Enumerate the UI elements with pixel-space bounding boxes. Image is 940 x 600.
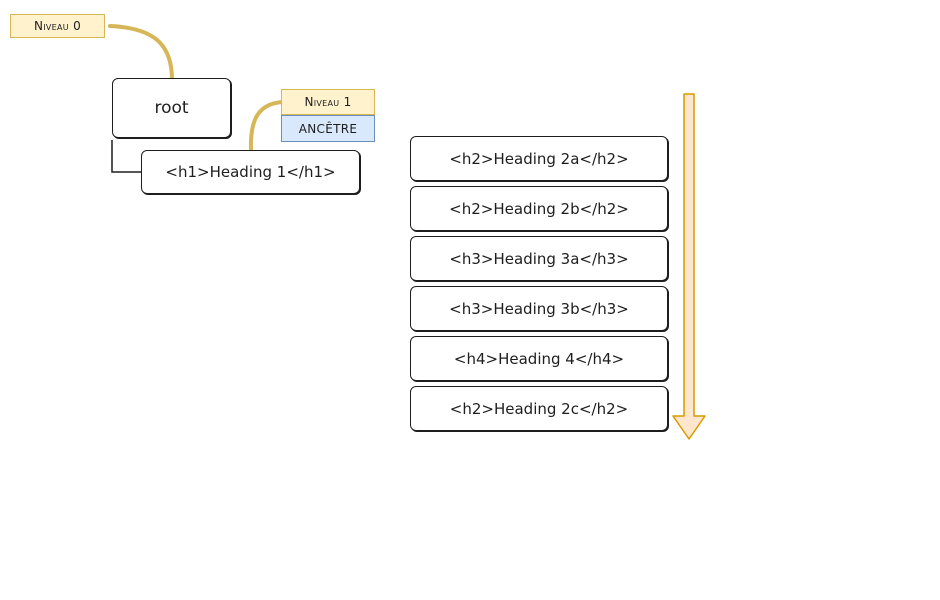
level1-tag: Niveau 1 — [281, 89, 375, 115]
connector-level0 — [108, 24, 174, 82]
level1-tag-label: Niveau 1 — [304, 95, 352, 109]
heading-node-label: <h3>Heading 3b</h3> — [449, 299, 629, 318]
heading-node-h3b: <h3>Heading 3b</h3> — [410, 286, 668, 331]
ancestor-tag-label: ANCÊTRE — [298, 121, 358, 136]
heading-node-label: <h2>Heading 2b</h2> — [449, 199, 629, 218]
h1-node: <h1>Heading 1</h1> — [141, 150, 360, 194]
h1-node-label: <h1>Heading 1</h1> — [165, 163, 336, 181]
down-arrow — [672, 93, 706, 440]
heading-node-h2c: <h2>Heading 2c</h2> — [410, 386, 668, 431]
heading-node-h2b: <h2>Heading 2b</h2> — [410, 186, 668, 231]
heading-node-label: <h4>Heading 4</h4> — [453, 349, 625, 368]
heading-node-label: <h2>Heading 2c</h2> — [449, 399, 629, 418]
level0-tag-label: Niveau 0 — [33, 19, 82, 33]
root-node: root — [112, 78, 231, 138]
root-stack-edge — [111, 140, 141, 173]
connector-level1 — [248, 100, 284, 152]
root-node-label: root — [154, 98, 189, 118]
heading-node-h3a: <h3>Heading 3a</h3> — [410, 236, 668, 281]
level0-tag: Niveau 0 — [10, 14, 105, 38]
heading-node-h2a: <h2>Heading 2a</h2> — [410, 136, 668, 181]
heading-node-label: <h3>Heading 3a</h3> — [449, 249, 629, 268]
heading-node-h4: <h4>Heading 4</h4> — [410, 336, 668, 381]
ancestor-tag: ANCÊTRE — [281, 115, 375, 142]
heading-node-label: <h2>Heading 2a</h2> — [449, 149, 629, 168]
